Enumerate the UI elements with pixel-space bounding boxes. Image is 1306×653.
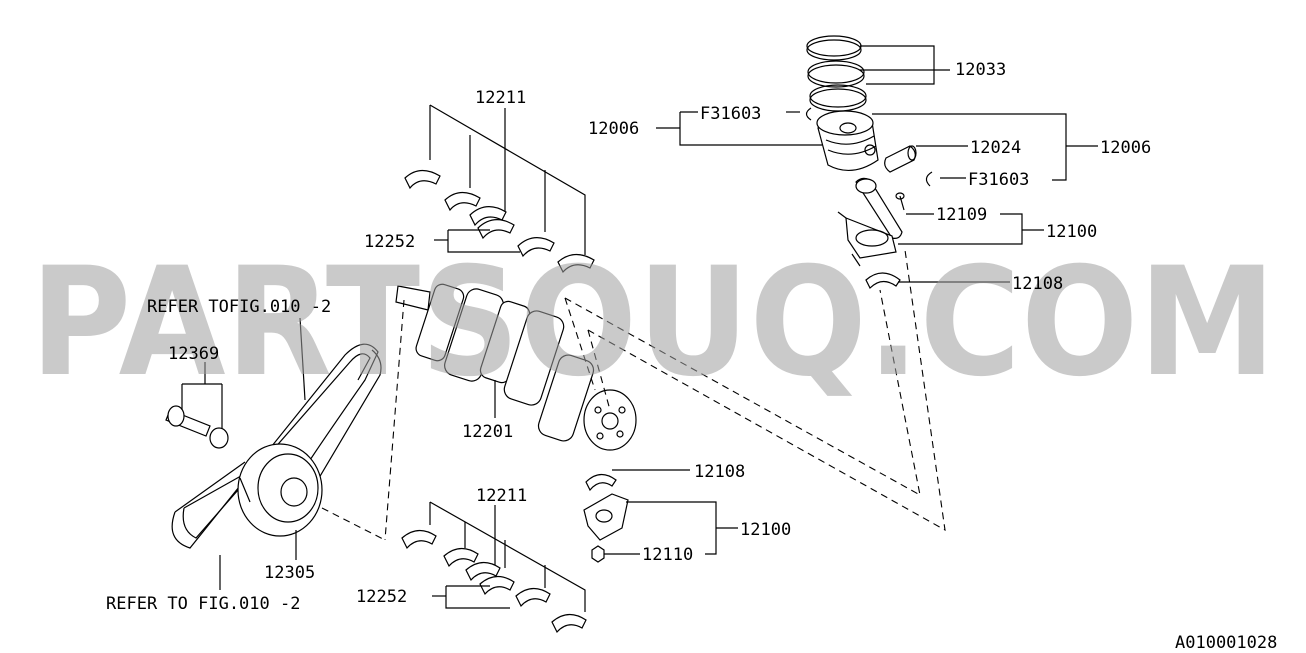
snap-ring-top [805,107,812,121]
main-bearings-bottom [401,529,587,634]
label-refer-bottom: REFER TO FIG.010 -2 [106,594,300,614]
main-bearings-top [404,169,595,274]
label-12305: 12305 [264,563,315,583]
watermark: PARTSOUQ.COM [30,236,1276,410]
label-12100-bottom: 12100 [740,520,791,540]
piston [816,110,879,171]
conrod-cap [583,493,629,541]
piston-pin [884,145,917,173]
crankshaft [395,283,637,451]
label-12024: 12024 [970,138,1021,158]
label-12211-top: 12211 [475,88,526,108]
pulley-bolt [165,405,211,437]
drive-belt [171,343,382,549]
figure-code: A010001028 [1175,633,1277,653]
connecting-rod [837,177,905,267]
label-12108-top: 12108 [1012,274,1063,294]
assembly-guide-lines [321,249,946,541]
label-12006-right: 12006 [1100,138,1151,158]
conrod-bearing-top [865,272,901,290]
snap-ring-bottom [925,171,933,187]
label-f31603-bottom: F31603 [968,170,1029,190]
label-12252-bottom: 12252 [356,587,407,607]
label-12201: 12201 [462,422,513,442]
label-12211-bottom: 12211 [476,486,527,506]
label-12108-bottom: 12108 [694,462,745,482]
label-12110: 12110 [642,545,693,565]
label-12100-top: 12100 [1046,222,1097,242]
piston-rings [806,35,867,112]
washer [209,427,229,449]
label-f31603-top: F31603 [700,104,761,124]
label-12369: 12369 [168,344,219,364]
label-12033: 12033 [955,60,1006,80]
callout-labels: 12033 12006 F31603 12024 12006 F31603 12… [106,60,1277,653]
conrod-nut [591,545,605,563]
label-12252-top: 12252 [364,232,415,252]
label-refer-top: REFER TOFIG.010 -2 [147,297,331,317]
label-12006-left: 12006 [588,119,639,139]
crank-pulley [237,443,323,537]
conrod-bearing-bottom [585,473,617,492]
leader-lines [181,45,1098,612]
label-12109: 12109 [936,205,987,225]
